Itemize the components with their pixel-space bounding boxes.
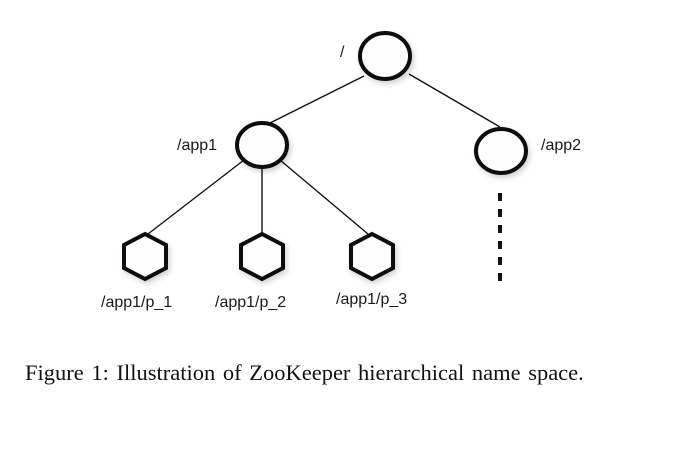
p1-znode-shape [122,231,168,282]
app2-znode-shape [474,127,528,175]
p3-znode-shape [349,231,395,282]
edge-app1-p1 [147,159,245,235]
edge-root-app1 [269,75,365,124]
app2-label: /app2 [541,137,581,154]
node-p1: /app1/p_1 [101,231,172,311]
p1-label: /app1/p_1 [101,294,172,311]
edge-root-app2 [408,73,501,128]
node-app1: /app1 [177,121,289,169]
namespace-tree-diagram: / /app1 /app2 /app1/p_1 /app1/p_2 /app1/… [101,31,581,311]
figure-caption: Figure 1: Illustration of ZooKeeper hier… [25,360,584,385]
p2-znode-shape [239,231,285,282]
p3-label: /app1/p_3 [336,291,407,308]
root-znode-shape [358,31,412,81]
app1-label: /app1 [177,137,217,154]
app1-znode-shape [235,121,289,169]
node-app2: /app2 [474,127,581,175]
node-p3: /app1/p_3 [336,231,407,308]
node-root: / [340,31,412,81]
node-p2: /app1/p_2 [215,231,286,311]
p2-label: /app1/p_2 [215,294,286,311]
root-label: / [340,44,345,61]
edge-app1-p3 [279,159,369,235]
edges [147,73,502,281]
